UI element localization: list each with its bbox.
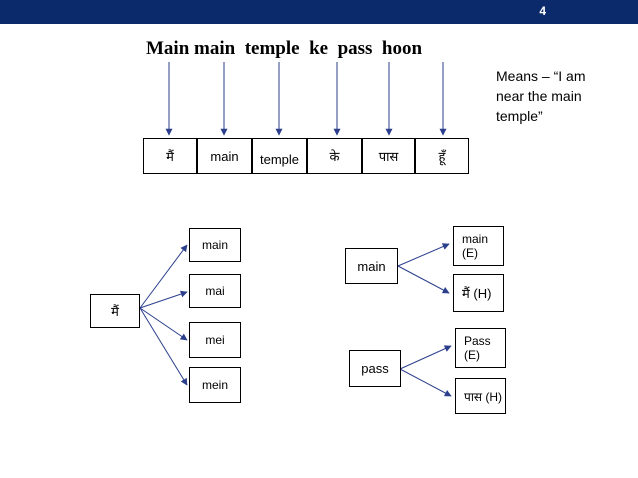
variant-root: मैं	[90, 294, 140, 328]
top-box-5: पास	[362, 138, 415, 174]
variant-option-1: main	[189, 228, 241, 262]
title-bar: 4	[0, 0, 638, 24]
slide-number: 4	[539, 4, 546, 18]
variant-option-4: mein	[189, 367, 241, 403]
top-box-4: के	[307, 138, 362, 174]
arrow-main-e	[397, 243, 450, 267]
arrow-main-h	[397, 265, 450, 294]
main-root: main	[345, 248, 398, 284]
arrow-variant-2	[139, 290, 188, 309]
arrow-pass-e	[399, 345, 452, 370]
pass-option-e: Pass (E)	[455, 328, 506, 368]
arrow-pass-h	[399, 368, 452, 397]
main-option-h: मैं (H)	[453, 274, 504, 312]
pass-root: pass	[349, 350, 401, 387]
top-box-1: मैं	[143, 138, 197, 174]
top-box-3: temple	[252, 138, 307, 174]
top-box-6: हूँ	[415, 138, 469, 174]
arrow-variant-4	[139, 307, 188, 386]
arrow-variant-1	[139, 244, 188, 309]
sentence-heading: Main main temple ke pass hoon	[146, 38, 423, 59]
meaning-note: Means – “I am near the main temple”	[496, 68, 586, 124]
arrow-variant-3	[139, 307, 188, 341]
variant-option-2: mai	[189, 274, 241, 308]
top-box-2: main	[197, 138, 252, 174]
variant-option-3: mei	[189, 322, 241, 358]
main-option-e: main (E)	[453, 226, 504, 266]
pass-option-h: पास (H)	[455, 378, 506, 414]
